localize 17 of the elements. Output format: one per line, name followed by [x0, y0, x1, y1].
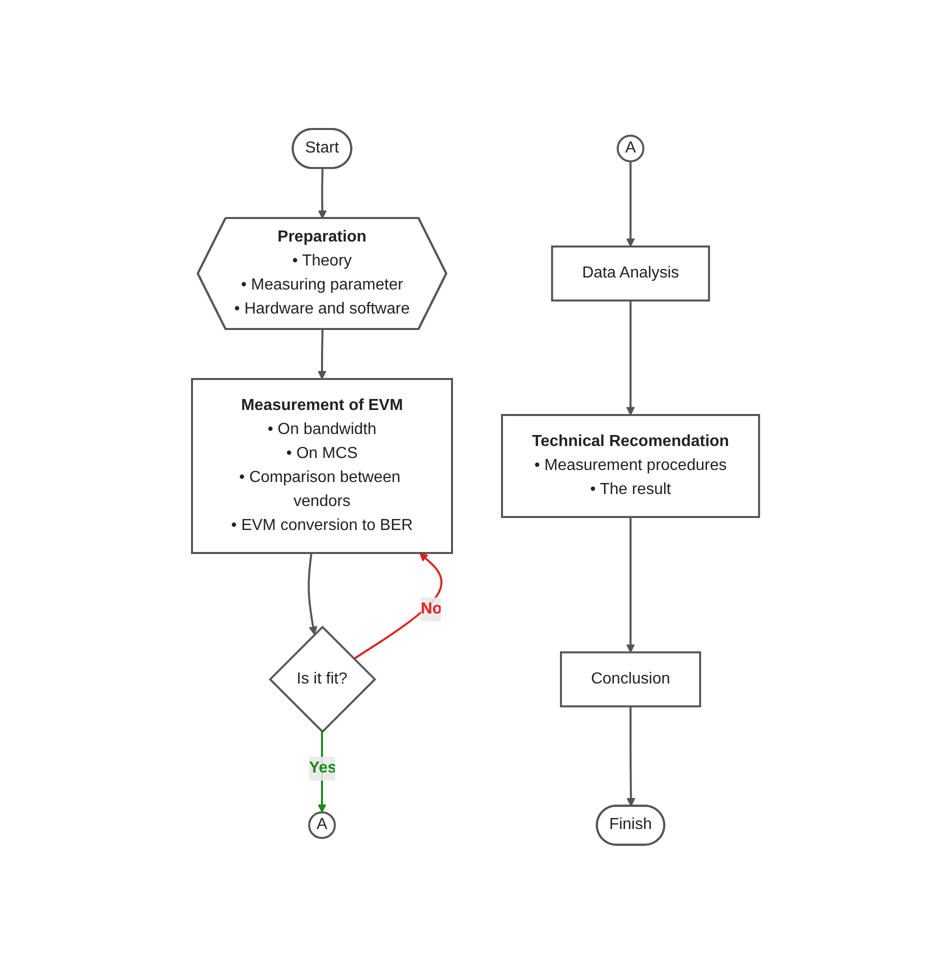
arrow — [626, 706, 636, 807]
arrow — [318, 168, 328, 220]
arrow — [626, 300, 636, 416]
node-box: Conclusion — [560, 652, 702, 708]
arrow — [626, 162, 636, 248]
arrow — [626, 517, 636, 653]
node-box: Data Analysis — [552, 246, 710, 302]
arrow — [354, 552, 443, 660]
edge-label: No — [421, 600, 442, 618]
node-circle: A — [617, 134, 645, 162]
edge-label: Yes — [309, 760, 336, 777]
arrow — [318, 330, 327, 380]
node-box: Technical Recomendation • Measurement procedures • The result — [501, 414, 761, 518]
node-diamond: Is it fit? — [269, 626, 377, 734]
node-box: Measurement of EVM • On bandwidth • On MCS • Comparison between vendors • EVM conversion to BER — [191, 378, 454, 554]
arrow — [308, 553, 318, 636]
node-circle: A — [308, 812, 336, 840]
